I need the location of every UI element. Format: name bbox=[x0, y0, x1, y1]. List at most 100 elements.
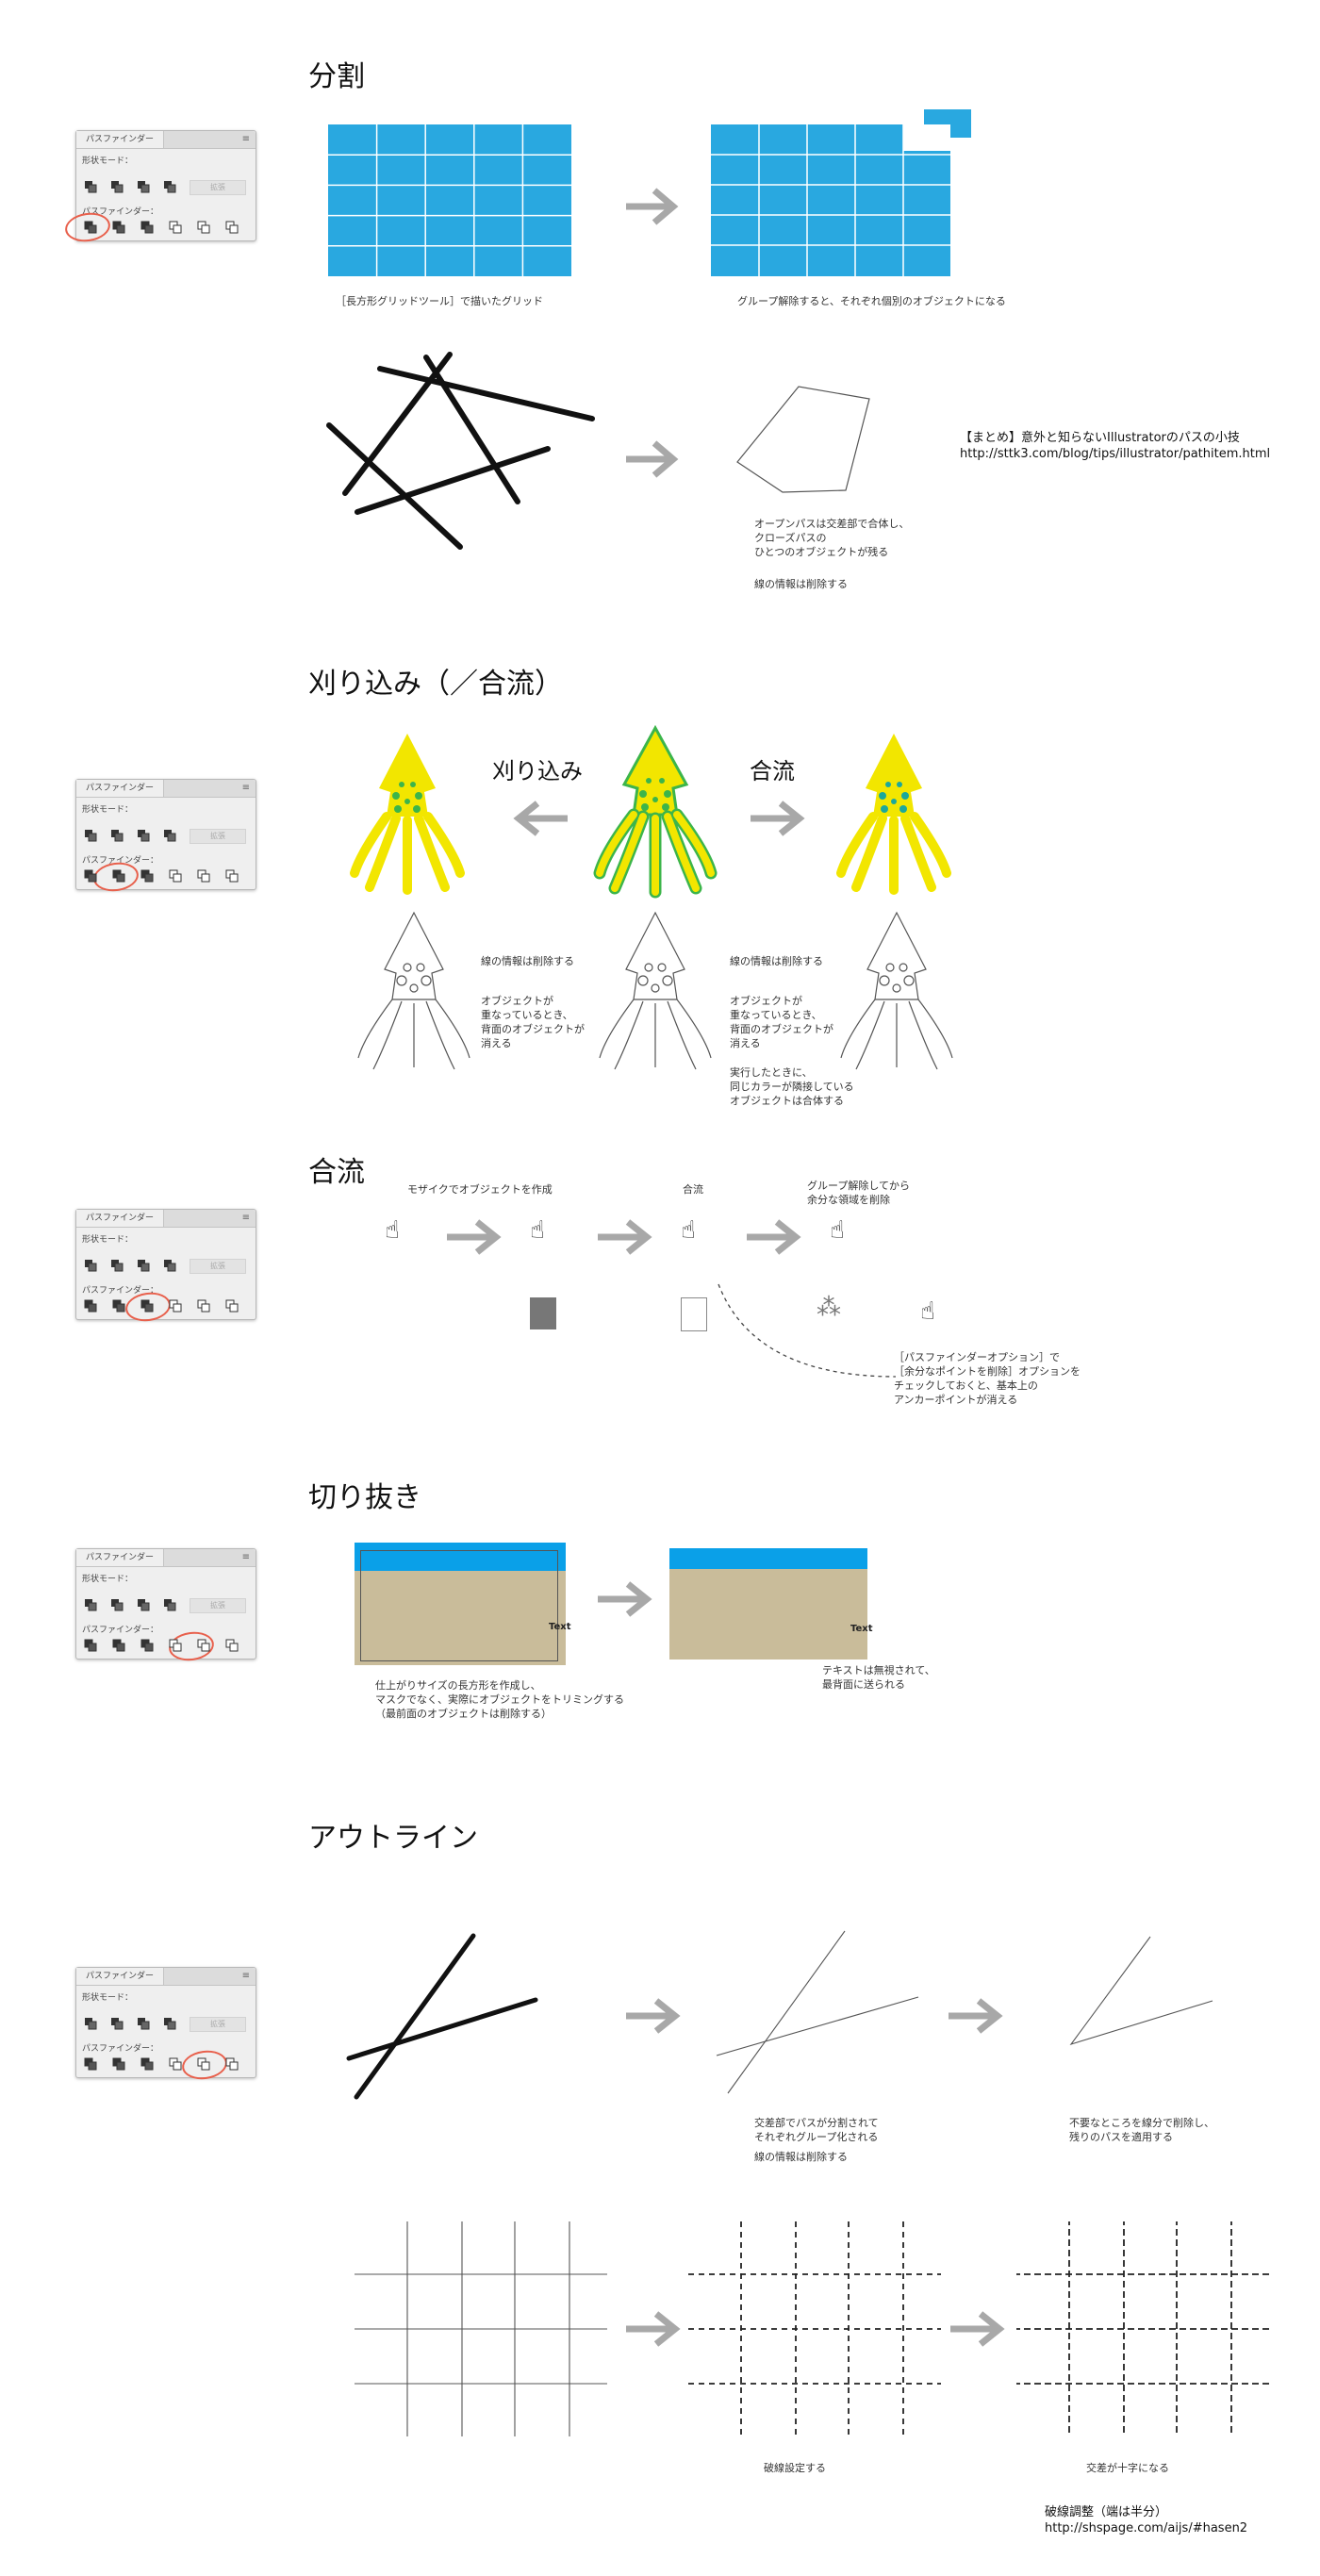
section-title-merge: 合流 bbox=[308, 1156, 365, 1189]
trim-icon[interactable] bbox=[112, 869, 125, 883]
crop-icon[interactable] bbox=[169, 1639, 182, 1652]
pathfinder-panel-trim[interactable]: パスファインダー≡ 形状モード： 拡張 パスファインダー： bbox=[75, 779, 256, 895]
trim-icon[interactable] bbox=[112, 1639, 125, 1652]
exclude-icon[interactable] bbox=[163, 2017, 176, 2030]
minus-back-icon[interactable] bbox=[225, 1639, 239, 1652]
note-crop-text: テキストは無視されて、 最背面に送られる bbox=[822, 1664, 935, 1691]
minus-back-icon[interactable] bbox=[225, 2057, 239, 2071]
crop-text-1: Text bbox=[549, 1622, 571, 1632]
merge-icon[interactable] bbox=[140, 221, 154, 234]
intersect-icon[interactable] bbox=[137, 1259, 150, 1272]
crop-icon[interactable] bbox=[169, 2057, 182, 2071]
intersect-icon[interactable] bbox=[137, 829, 150, 842]
crop-text-2: Text bbox=[850, 1624, 873, 1634]
panel-tab[interactable]: パスファインダー bbox=[76, 780, 165, 797]
menu-icon[interactable]: ≡ bbox=[241, 1552, 250, 1562]
menu-icon[interactable]: ≡ bbox=[241, 783, 250, 793]
note-line-deleted: 線の情報は削除する bbox=[754, 578, 848, 590]
note-merge-same-color: 実行したときに、 同じカラーが隣接している オブジェクトは合体する bbox=[730, 1066, 854, 1107]
squid-outline-merged bbox=[840, 911, 953, 1070]
merge-icon[interactable] bbox=[140, 869, 154, 883]
intersect-icon[interactable] bbox=[137, 1598, 150, 1611]
note-outline-line: 線の情報は削除する bbox=[754, 2151, 848, 2163]
crop-icon[interactable] bbox=[169, 1299, 182, 1313]
crop-icon[interactable] bbox=[169, 869, 182, 883]
panel-tab[interactable]: パスファインダー bbox=[76, 1210, 165, 1227]
outline-icon[interactable] bbox=[197, 869, 210, 883]
menu-icon[interactable]: ≡ bbox=[241, 134, 250, 144]
panel-tab[interactable]: パスファインダー bbox=[76, 131, 165, 148]
outline-icon[interactable] bbox=[197, 1299, 210, 1313]
divide-icon[interactable] bbox=[84, 869, 97, 883]
hand-cursor-icon: ☝ bbox=[681, 1216, 696, 1245]
note-grid: ［長方形グリッドツール］で描いたグリッド bbox=[336, 295, 543, 307]
hand-cursor-icon: ☝ bbox=[920, 1297, 935, 1326]
grid-ungrouped-svg bbox=[711, 109, 971, 276]
expand-button[interactable]: 拡張 bbox=[190, 1259, 246, 1274]
panel-tab[interactable]: パスファインダー bbox=[76, 1968, 165, 1985]
note-merge-overlap: オブジェクトが 重なっているとき、 背面のオブジェクトが 消える bbox=[730, 995, 833, 1049]
intersect-icon[interactable] bbox=[137, 180, 150, 193]
arrow-right-icon bbox=[751, 801, 805, 836]
arrow-right-icon bbox=[626, 1998, 681, 2034]
exclude-icon[interactable] bbox=[163, 1598, 176, 1611]
minus-back-icon[interactable] bbox=[225, 221, 239, 234]
pathfinder-panel-crop[interactable]: パスファインダー≡ 形状モード： 拡張 パスファインダー： bbox=[75, 1548, 256, 1664]
arrow-right-icon bbox=[626, 440, 679, 478]
minus-front-icon[interactable] bbox=[110, 829, 124, 842]
outline-icon[interactable] bbox=[197, 1639, 210, 1652]
unite-icon[interactable] bbox=[84, 180, 97, 193]
expand-button[interactable]: 拡張 bbox=[190, 180, 246, 195]
exclude-icon[interactable] bbox=[163, 829, 176, 842]
unite-icon[interactable] bbox=[84, 829, 97, 842]
menu-icon[interactable]: ≡ bbox=[241, 1971, 250, 1981]
unite-icon[interactable] bbox=[84, 1598, 97, 1611]
exclude-icon[interactable] bbox=[163, 180, 176, 193]
reference-link-1[interactable]: 【まとめ】意外と知らないIllustratorのパスの小技 http://stt… bbox=[960, 431, 1271, 461]
crop-icon[interactable] bbox=[169, 221, 182, 234]
minus-back-icon[interactable] bbox=[225, 1299, 239, 1313]
expand-button[interactable]: 拡張 bbox=[190, 2017, 246, 2032]
hand-cursor-icon: ☝ bbox=[530, 1216, 545, 1245]
divide-icon[interactable] bbox=[84, 221, 97, 234]
grid-solid bbox=[355, 2221, 607, 2436]
unite-icon[interactable] bbox=[84, 2017, 97, 2030]
crop-result bbox=[669, 1548, 867, 1660]
outline-icon[interactable] bbox=[197, 221, 210, 234]
pathfinders-label: パスファインダー： bbox=[82, 2044, 159, 2054]
broken-hand-icon: ⁂ bbox=[817, 1294, 841, 1322]
divide-icon[interactable] bbox=[84, 1639, 97, 1652]
arrow-right-icon bbox=[950, 2311, 1005, 2347]
expand-button[interactable]: 拡張 bbox=[190, 829, 246, 844]
trim-icon[interactable] bbox=[112, 221, 125, 234]
arrow-right-icon bbox=[598, 1581, 652, 1617]
reference-link-2[interactable]: 破線調整（端は半分） http://shspage.com/aijs/#hase… bbox=[1045, 2505, 1248, 2535]
minus-back-icon[interactable] bbox=[225, 869, 239, 883]
divide-icon[interactable] bbox=[84, 2057, 97, 2071]
pathfinder-panel-outline[interactable]: パスファインダー≡ 形状モード： 拡張 パスファインダー： bbox=[75, 1967, 256, 2083]
minus-front-icon[interactable] bbox=[110, 2017, 124, 2030]
intersect-icon[interactable] bbox=[137, 2017, 150, 2030]
trim-icon[interactable] bbox=[112, 1299, 125, 1313]
minus-front-icon[interactable] bbox=[110, 1598, 124, 1611]
minus-front-icon[interactable] bbox=[110, 1259, 124, 1272]
note-mosaic: モザイクでオブジェクトを作成 bbox=[407, 1183, 553, 1196]
divide-icon[interactable] bbox=[84, 1299, 97, 1313]
exclude-icon[interactable] bbox=[163, 1259, 176, 1272]
pathfinder-panel-merge[interactable]: パスファインダー≡ 形状モード： 拡張 パスファインダー： bbox=[75, 1209, 256, 1325]
section-title-crop: 切り抜き bbox=[308, 1481, 421, 1514]
pathfinder-panel-divide[interactable]: パスファインダー≡ 形状モード： 拡張 パスファインダー： bbox=[63, 130, 256, 245]
trim-icon[interactable] bbox=[112, 2057, 125, 2071]
arrow-right-icon bbox=[626, 2311, 681, 2347]
minus-front-icon[interactable] bbox=[110, 180, 124, 193]
crop-frame bbox=[360, 1550, 558, 1661]
menu-icon[interactable]: ≡ bbox=[241, 1213, 250, 1223]
merge-icon[interactable] bbox=[140, 1639, 154, 1652]
merge-icon[interactable] bbox=[140, 1299, 154, 1313]
outline-icon[interactable] bbox=[197, 2057, 210, 2071]
unite-icon[interactable] bbox=[84, 1259, 97, 1272]
expand-button[interactable]: 拡張 bbox=[190, 1598, 246, 1613]
panel-tab[interactable]: パスファインダー bbox=[76, 1549, 165, 1566]
merge-icon[interactable] bbox=[140, 2057, 154, 2071]
squid-trimmed bbox=[350, 734, 465, 895]
